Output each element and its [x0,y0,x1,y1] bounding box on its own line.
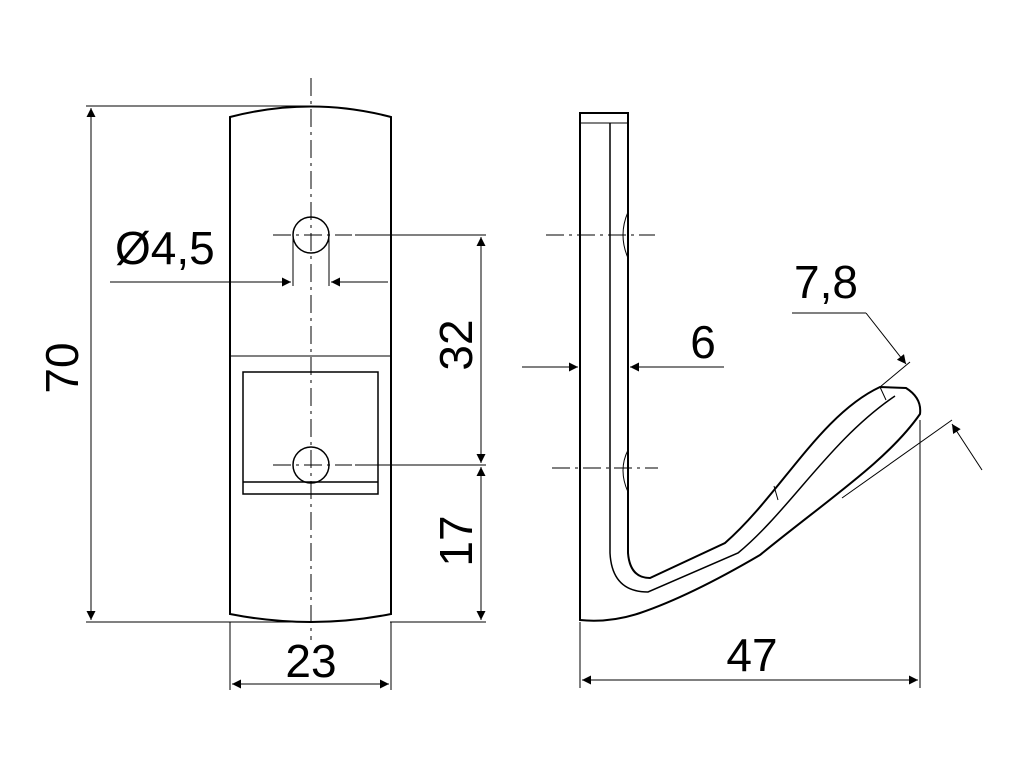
dimension-width: 23 [229,622,392,690]
hook-inner-contour [609,123,896,593]
front-view [229,78,392,640]
dim-label-diameter: Ø4,5 [115,222,215,274]
dimension-hole-diameter: Ø4,5 [110,222,388,287]
hook-bend-mark [773,485,779,501]
side-view [546,112,922,622]
dim-label-17: 17 [430,515,482,566]
dimension-depth: 47 [579,420,921,688]
dim-label-32: 32 [430,319,482,370]
dim-label-7-8: 7,8 [794,256,858,308]
dimension-overall-height: 70 [36,105,311,623]
dim-label-23: 23 [285,635,336,687]
dimension-bottom-offset: 17 [390,467,486,623]
dimension-hole-spacing: 32 [355,234,486,466]
dimension-tip-thickness: 7,8 [792,256,983,499]
lower-countersink [622,449,629,493]
dim-label-47: 47 [726,629,777,681]
dimension-thickness: 6 [522,316,724,372]
dim-label-6: 6 [690,316,716,368]
hook-tip-chamfer [879,386,887,401]
dim-label-70: 70 [36,342,88,393]
hook-outline [579,112,922,622]
